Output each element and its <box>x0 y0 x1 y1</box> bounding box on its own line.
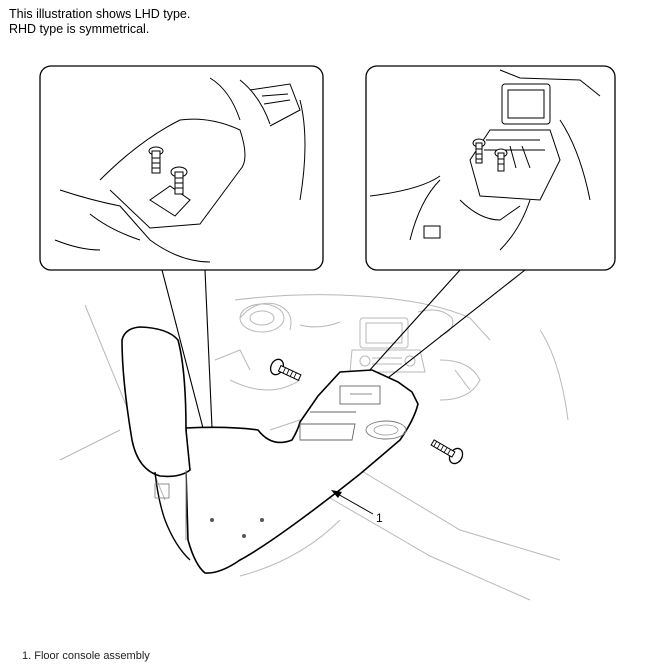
illustration-note: This illustration shows LHD type. RHD ty… <box>9 7 190 37</box>
detail-inset-armrest <box>39 65 324 271</box>
screw-right <box>430 439 464 465</box>
note-rhd: RHD type is symmetrical. <box>9 22 150 36</box>
callout-arrow-1 <box>331 490 374 515</box>
screw-left <box>269 358 302 381</box>
detail-inset-front <box>365 65 616 271</box>
legend-item-floor-console: 1. Floor console assembly <box>22 650 150 662</box>
floor-console-assembly <box>121 326 419 574</box>
callout-label-1: 1 <box>376 511 383 525</box>
note-lhd: This illustration shows LHD type. <box>9 7 191 21</box>
